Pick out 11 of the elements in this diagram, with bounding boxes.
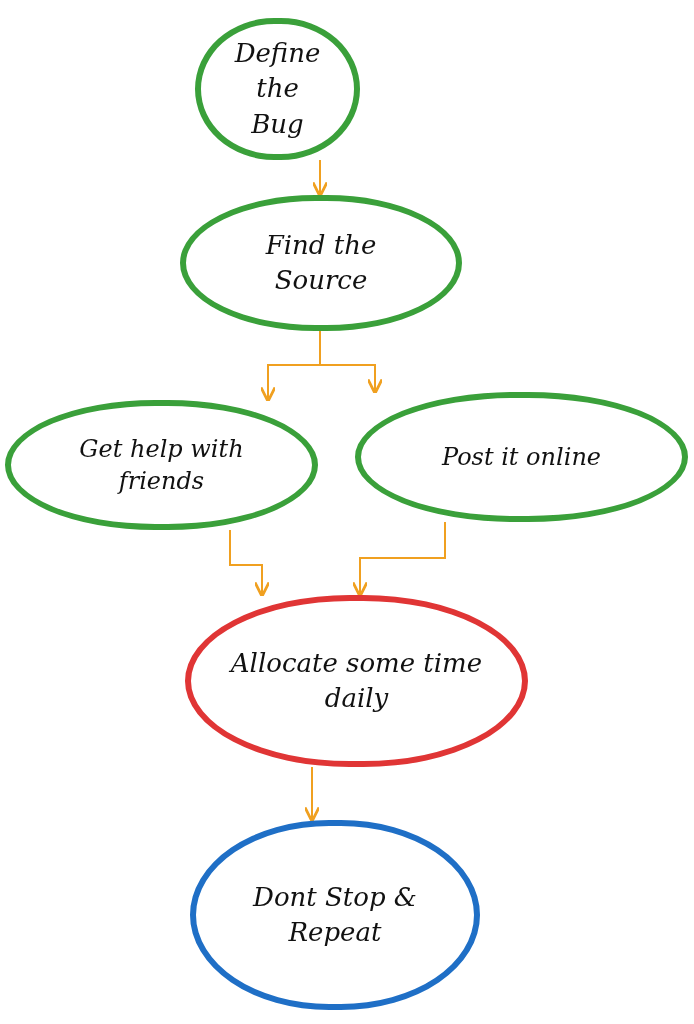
arrow — [351, 521, 446, 598]
node-label: Define the Bug — [233, 37, 322, 141]
node-label: Allocate some time daily — [228, 646, 484, 715]
arrow — [319, 330, 384, 395]
node-label: Find the Source — [264, 228, 378, 297]
arrow — [229, 529, 271, 598]
node-label: Post it online — [441, 441, 602, 473]
arrow — [303, 766, 321, 823]
node-label: Get help with friends — [78, 433, 245, 497]
node-label: Dont Stop & Repeat — [251, 880, 418, 949]
arrow — [311, 159, 329, 198]
